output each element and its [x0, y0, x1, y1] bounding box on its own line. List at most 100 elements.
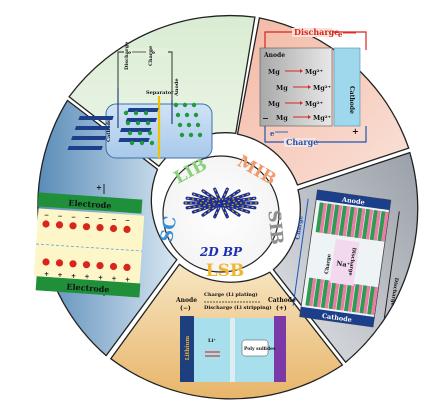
mib-mg: Mg: [268, 100, 280, 108]
mib-mg-ion: Mg²⁺: [313, 114, 331, 122]
sc-plus-sign: +: [98, 275, 103, 282]
sc-ion-bottom: [123, 263, 131, 271]
mib-arrow-head: [308, 115, 311, 119]
lib-ion: [143, 110, 149, 116]
sib-cathode-stripe-accent: [324, 280, 332, 309]
lib-ion: [179, 132, 185, 138]
lsb-anode-label: Anode: [175, 297, 197, 304]
sib-cathode-stripe-accent: [332, 281, 340, 310]
mib-arrow-head: [300, 69, 303, 73]
sib-cathode-stripe: [367, 286, 375, 315]
sc-label: SC: [157, 215, 181, 244]
lsb-cathode-sign: (+): [276, 305, 287, 312]
lib-ion: [125, 120, 131, 126]
sib-anode-stripe-accent: [381, 211, 389, 242]
sib-cathode-stripe-accent: [317, 279, 325, 308]
center-core: 2D BP: [162, 155, 280, 273]
mib-cathode: [333, 47, 361, 127]
sib-anode-stripe-accent: [365, 209, 374, 240]
lib-charge-label: Charge: [148, 46, 154, 66]
sib-electrode-stripes: [305, 202, 389, 316]
mib-mg: Mg: [276, 114, 288, 122]
sib-discharge-inner: Discharge: [347, 247, 357, 276]
lib-ion: [193, 112, 199, 118]
mib-mg-ion: Mg²⁺: [305, 100, 323, 108]
lib-ion: [135, 120, 141, 126]
lib-cathode-label: Cathode: [106, 119, 112, 142]
sib-anode-stripe-accent: [342, 206, 351, 237]
lib-ion: [191, 102, 197, 108]
sc-plus-sign: +: [125, 276, 130, 283]
sib-charge-label: Charge: [294, 215, 304, 240]
lib-ion: [173, 102, 179, 108]
sc-ion-top: [109, 224, 118, 233]
lib-ion: [123, 110, 129, 116]
mib-arrow-head: [308, 85, 311, 89]
sc-ion-top: [123, 225, 131, 233]
sc-ion-top: [96, 224, 104, 232]
sib-anode-stripe: [369, 209, 378, 241]
lsb-poly-box: [241, 339, 269, 357]
sc-separator: [35, 243, 143, 252]
sib-panel: Anode Cathode Na⁺ Discharge Charge Charg…: [292, 189, 400, 328]
lib-ion: [147, 130, 153, 136]
sib-cathode-stripe-accent: [340, 282, 348, 311]
sc-charge-dots: −+−+−+−+−+−+−+: [35, 212, 143, 283]
lib-separator-label: Separator: [146, 90, 174, 96]
lib-layer-right: [119, 128, 152, 132]
sib-anode-stripe: [315, 202, 324, 233]
sib-cathode-stripe-accent: [355, 284, 363, 313]
mib-arrow-head: [300, 101, 303, 105]
lib-ion: [137, 130, 143, 136]
sib-label: SIB: [263, 209, 287, 246]
lib-ion: [127, 130, 133, 136]
lsb-charge-note: Charge (Li plating): [204, 291, 258, 298]
lib-e-left: e: [128, 50, 131, 56]
mib-plus: +: [352, 126, 359, 136]
sib-cathode-stripe-accent: [347, 283, 355, 312]
sc-electrode-bottom: [35, 276, 141, 298]
lsb-cathode-label: Cathode: [268, 297, 296, 304]
sc-ion-bottom: [109, 262, 118, 271]
sib-anode-label: Anode: [340, 195, 365, 206]
lib-ion: [184, 112, 190, 118]
sib-na-label: Na⁺: [336, 259, 351, 269]
sib-cathode-stripe: [328, 280, 337, 310]
lib-ion: [145, 120, 151, 126]
sc-ion-bottom: [82, 261, 91, 269]
sc-ion-bottom: [69, 260, 77, 268]
lib-layer-left: [78, 116, 114, 120]
lib-layer-right: [127, 108, 159, 112]
sib-cathode-stripe: [343, 283, 352, 312]
lib-panel: e e Discharge Charge Separator Cathode A…: [67, 42, 213, 159]
sc-plus-sign: +: [85, 274, 90, 281]
sc-electrode-top: [37, 192, 143, 214]
sib-anode-stripe-accent: [350, 207, 358, 238]
sc-ion-bottom: [96, 262, 104, 270]
sib-discharge-label: Discharge: [389, 277, 399, 306]
sc-panel: + − Electrode Electrode −+−+−+−+−+−+−+: [33, 183, 145, 298]
sib-charge-inner: Charge: [324, 254, 333, 275]
lsb-label: LSB: [206, 261, 245, 281]
lib-ion: [195, 122, 201, 128]
sc-ion-top: [82, 223, 91, 231]
sib-anode-stripe: [377, 211, 386, 242]
phosphorene-structure-icon: [183, 187, 259, 219]
sc-minus-sign: −: [44, 212, 49, 219]
lsb-anode-sign: (−): [180, 305, 191, 312]
lsb-discharge-note: Discharge (Li stripping): [204, 304, 272, 311]
lib-ion: [197, 132, 203, 138]
sib-anode-stripe: [354, 207, 363, 239]
lib-layer-left: [67, 146, 103, 150]
lib-ion: [177, 122, 183, 128]
sib-cathode-stripe-accent: [309, 278, 317, 307]
lib-ion: [175, 112, 181, 118]
lib-ion: [182, 102, 188, 108]
sib-anode-stripe-accent: [335, 205, 343, 236]
lib-layer-right: [125, 118, 158, 122]
mib-cathode-label: Cathode: [348, 86, 355, 114]
mib-charge-label: Charge: [286, 137, 318, 147]
sib-cathode-stripe-accent: [371, 286, 379, 316]
lsb-lithium-label: Lithium: [185, 336, 191, 361]
mib-mg: Mg: [276, 84, 288, 92]
